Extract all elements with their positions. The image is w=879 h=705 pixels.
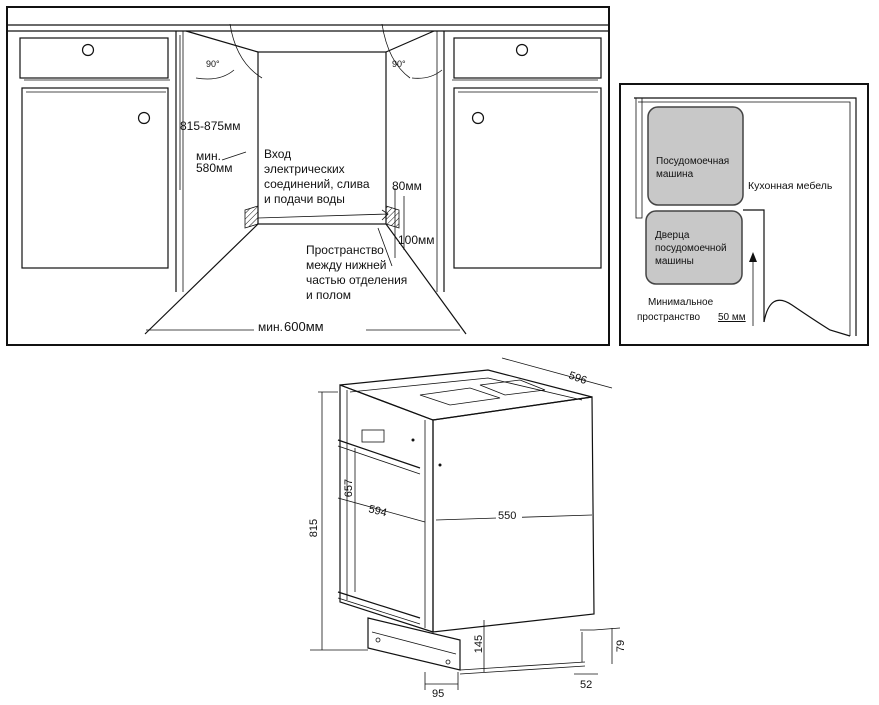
depth-top-dimension: 596 <box>567 370 588 388</box>
dishwasher-label: Посудомоечная машина <box>656 156 732 180</box>
bracket-height-dimension: 79 <box>615 640 627 652</box>
right-cabinet <box>436 31 602 292</box>
niche-installation-panel: 90° 90° 815-875мм мин. 580мм Вход электр… <box>6 6 610 346</box>
left-cabinet <box>19 31 184 292</box>
dishwasher-dimensions-drawing: 596 815 657 594 550 145 95 79 52 <box>308 357 627 700</box>
door-height-dimension: 657 <box>343 479 355 497</box>
min-width-label: мин. <box>258 320 283 334</box>
min-space-label: Минимальное пространство <box>637 297 716 323</box>
leg-height-dimension: 145 <box>473 635 485 653</box>
width-dimension: 594 <box>367 503 388 519</box>
connection-arrow <box>257 213 389 219</box>
door-box <box>645 210 743 285</box>
angle-left-label: 90° <box>206 59 220 69</box>
connections-note: Вход электрических соединений, слива и п… <box>264 147 373 206</box>
top-gap-label: 80мм <box>392 179 422 193</box>
min-depth-value: 580мм <box>196 161 233 175</box>
bottom-gap-label: 100мм <box>398 233 435 247</box>
door-clearance-panel: Посудомоечная машина Дверца посудомоечно… <box>619 83 869 346</box>
floor-space-note: Пространство между нижней частью отделен… <box>306 243 411 302</box>
panel-frame <box>6 6 610 346</box>
niche <box>144 23 467 335</box>
door-label: Дверца посудомоечной машины <box>655 230 729 267</box>
min-space-value: 50 мм <box>718 312 746 323</box>
angle-right-label: 90° <box>392 59 406 69</box>
min-depth-label: мин. <box>196 149 221 163</box>
dishwasher-box <box>647 106 744 206</box>
leg-width-dimension: 95 <box>432 688 444 700</box>
panel-frame-right <box>619 83 869 346</box>
height-range-label: 815-875мм <box>180 119 241 133</box>
min-width-value: 600мм <box>284 319 324 334</box>
height-dimension: 815 <box>308 519 320 537</box>
furniture-label: Кухонная мебель <box>748 180 833 192</box>
depth-dimension: 550 <box>498 510 516 522</box>
bracket-width-dimension: 52 <box>580 679 592 691</box>
